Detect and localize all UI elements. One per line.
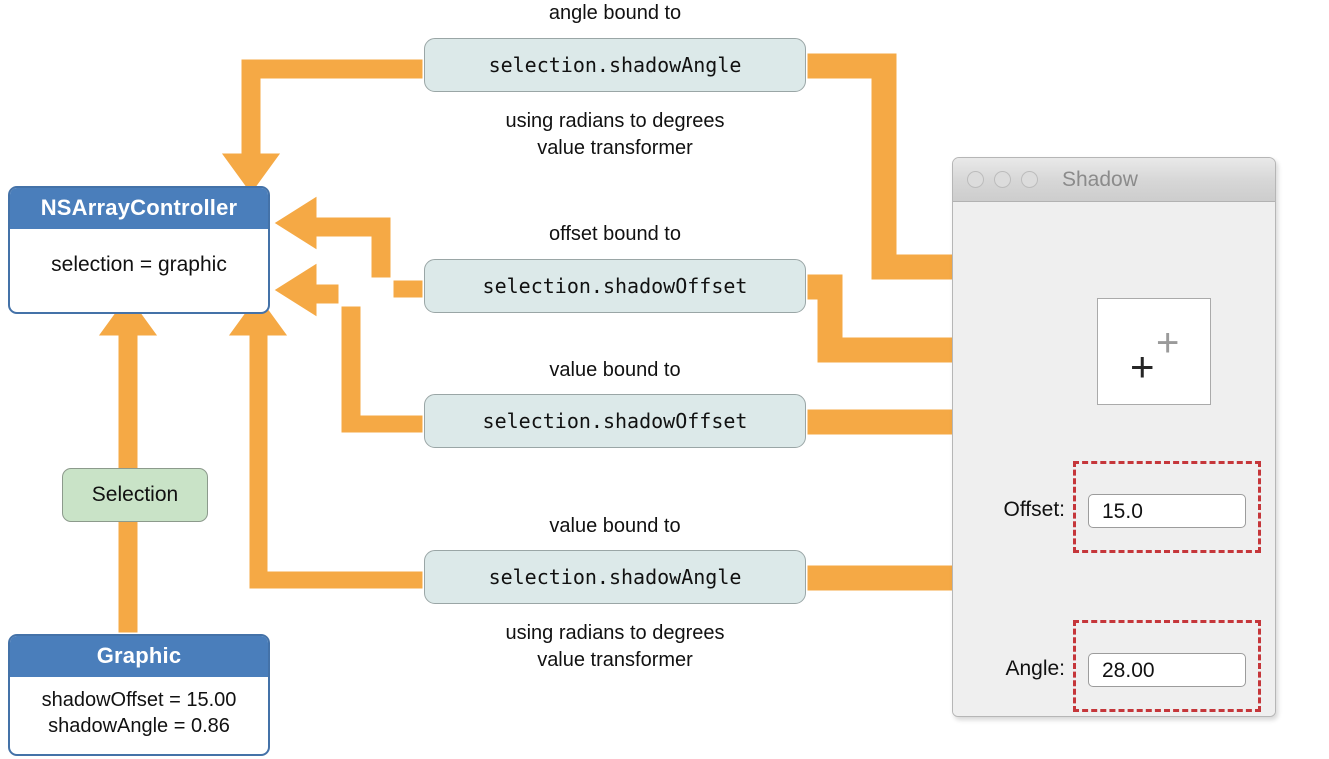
- binding-caption-below-3: using radians to degrees value transform…: [505, 622, 725, 671]
- graphic-line-0: shadowOffset = 15.00: [41, 689, 237, 711]
- arrow-angle-to-controller: [216, 52, 426, 199]
- nsarraycontroller-body: selection = graphic: [10, 229, 268, 293]
- close-button-icon[interactable]: [967, 171, 984, 188]
- window-content: + + Offset: 15.0 Angle: 28.00: [953, 202, 1275, 716]
- arrow-graphic-to-controller: [93, 290, 163, 636]
- angle-highlight-box: [1073, 620, 1261, 712]
- binding-keypath-2: selection.shadowOffset: [424, 394, 806, 448]
- arrow-value-angle-to-controller: [223, 290, 426, 592]
- shadow-window: Shadow + + Offset: 15.0 Angle: 28.00: [952, 157, 1276, 717]
- binding-caption-above-0: angle bound to: [548, 2, 682, 24]
- graphic-box: Graphic shadowOffset = 15.00 shadowAngle…: [8, 634, 270, 756]
- binding-caption-below-0: using radians to degrees value transform…: [505, 110, 725, 159]
- nsarraycontroller-box: NSArrayController selection = graphic: [8, 186, 270, 314]
- binding-keypath-3: selection.shadowAngle: [424, 550, 806, 604]
- selection-chip-label: Selection: [91, 483, 179, 506]
- window-titlebar[interactable]: Shadow: [953, 158, 1275, 202]
- nsarraycontroller-line-0: selection = graphic: [51, 253, 227, 276]
- window-title: Shadow: [1062, 167, 1138, 191]
- offset-highlight-box: [1073, 461, 1261, 553]
- arrow-offset-to-controller: [269, 191, 426, 301]
- binding-caption-above-3: value bound to: [549, 515, 681, 537]
- selection-chip: Selection: [62, 468, 208, 522]
- offset-field-label: Offset:: [1003, 498, 1065, 521]
- binding-keypath-0: selection.shadowAngle: [424, 38, 806, 92]
- graphic-body: shadowOffset = 15.00 shadowAngle = 0.86: [10, 677, 268, 754]
- minimize-button-icon[interactable]: [994, 171, 1011, 188]
- offset-input[interactable]: 15.0: [1088, 494, 1246, 528]
- graphic-title: Graphic: [10, 636, 268, 677]
- binding-keypath-1: selection.shadowOffset: [424, 259, 806, 313]
- angle-field-label: Angle:: [1005, 657, 1065, 680]
- graphic-line-1: shadowAngle = 0.86: [48, 715, 230, 738]
- nsarraycontroller-title: NSArrayController: [10, 188, 268, 229]
- shadow-preview-swatch[interactable]: + +: [1097, 298, 1211, 405]
- binding-caption-above-2: value bound to: [549, 359, 681, 381]
- zoom-button-icon[interactable]: [1021, 171, 1038, 188]
- angle-input[interactable]: 28.00: [1088, 653, 1246, 687]
- shadow-plus-glyph: +: [1156, 321, 1180, 365]
- main-plus-glyph: +: [1130, 343, 1155, 390]
- binding-caption-above-1: offset bound to: [549, 223, 681, 245]
- arrow-value-offset-to-controller: [269, 258, 426, 436]
